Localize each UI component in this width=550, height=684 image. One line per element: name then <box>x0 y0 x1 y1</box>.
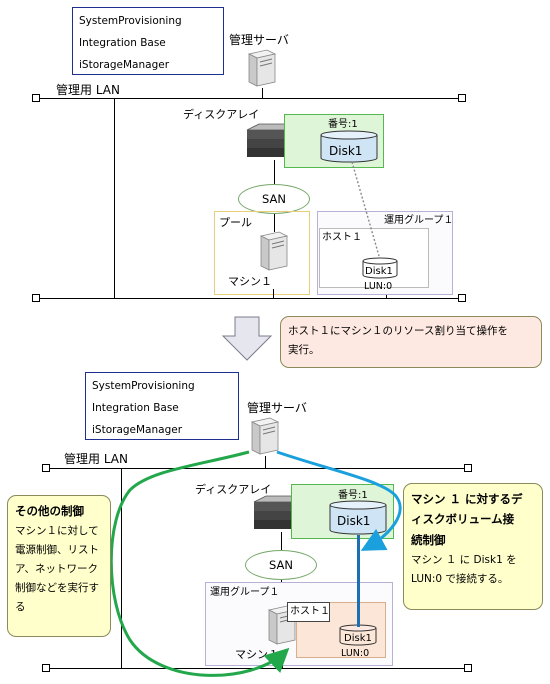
small-disk-label: Disk1 <box>344 633 372 644</box>
disk-label: Disk1 <box>337 514 371 528</box>
lan-end-right <box>464 464 472 472</box>
ops-group-label: 運用グループ１ <box>210 587 280 598</box>
other-control-note: その他の制御 マシン１に対して 電源制御、リスト ア、ネットワーク 制御などを実… <box>7 495 111 637</box>
san-ellipse: SAN <box>245 550 317 580</box>
host-label: ホスト１ <box>322 232 362 243</box>
pool-label: プール <box>219 216 252 229</box>
lan2-end-left <box>32 294 40 302</box>
connect-line <box>357 535 360 627</box>
other-control-line: 制御などを実行す <box>15 582 99 594</box>
lan2-line <box>40 298 458 299</box>
lan-line <box>40 98 458 99</box>
lan2-end-right <box>464 664 472 672</box>
disk-label: Disk1 <box>329 144 363 158</box>
disk-icon <box>362 257 398 279</box>
disk-icon <box>339 624 377 646</box>
volume-number: 番号:1 <box>338 490 368 501</box>
step-note-line: 実行。 <box>288 344 320 356</box>
lan-end-left <box>32 94 40 102</box>
software-line: iStorageManager <box>79 59 170 71</box>
other-control-title: その他の制御 <box>15 504 84 518</box>
host-box <box>287 602 330 622</box>
disk-array-label: ディスクアレイ <box>183 108 260 121</box>
lan-label: 管理用 LAN <box>64 452 128 466</box>
host-label: ホスト１ <box>290 606 330 617</box>
lan-line <box>50 468 464 469</box>
software-line: SystemProvisioning <box>92 380 195 392</box>
disk-connect-title: マシン １ に対するデ <box>411 492 523 506</box>
lan-label: 管理用 LAN <box>56 83 120 97</box>
disk-connect-note: マシン １ に対するデ ィスクボリューム接 続制御 マシン １ に Disk1 … <box>403 483 543 610</box>
software-line: iStorageManager <box>92 424 183 436</box>
disk-icon <box>320 130 378 163</box>
other-control-line: る <box>15 601 26 613</box>
lan-end-right <box>458 94 466 102</box>
down-arrow-icon <box>221 316 273 361</box>
software-line: Integration Base <box>79 37 166 49</box>
lan-end-left <box>42 464 50 472</box>
software-line: Integration Base <box>92 402 179 414</box>
disk-connect-title: ィスクボリューム接 <box>411 512 515 526</box>
software-box: SystemProvisioning Integration Base iSto… <box>72 7 224 75</box>
san-ellipse: SAN <box>238 184 310 214</box>
step-note: ホスト１にマシン１のリソース割り当て操作を 実行。 <box>280 316 542 368</box>
lun-label: LUN:0 <box>341 648 370 659</box>
server-icon <box>250 417 280 455</box>
disk-array-label: ディスクアレイ <box>195 483 272 496</box>
other-control-line: ア、ネットワーク <box>15 563 98 575</box>
software-line: SystemProvisioning <box>79 15 182 27</box>
dotted-link <box>351 161 380 257</box>
machine-label: マシン１ <box>228 275 272 288</box>
lan2-end-left <box>42 664 50 672</box>
disk-connect-line: マシン １ に Disk1 を <box>411 554 517 566</box>
lan2-end-right <box>458 294 466 302</box>
server-icon <box>247 49 277 87</box>
small-disk-label: Disk1 <box>365 266 393 277</box>
step-note-line: ホスト１にマシン１のリソース割り当て操作を <box>288 325 508 337</box>
management-server-label: 管理サーバ <box>247 401 307 415</box>
pool-box <box>214 211 310 295</box>
volume-number: 番号:1 <box>328 119 358 130</box>
other-control-line: 電源制御、リスト <box>15 544 99 556</box>
ops-group-label: 運用グループ１ <box>384 215 454 226</box>
management-server-label: 管理サーバ <box>229 33 289 47</box>
software-box: SystemProvisioning Integration Base iSto… <box>85 372 239 440</box>
server-icon <box>259 231 289 271</box>
other-control-line: マシン１に対して <box>15 525 99 537</box>
lun-label: LUN:0 <box>364 281 393 292</box>
disk-connect-title: 続制御 <box>411 533 446 547</box>
disk-connect-line: LUN:0 で接続する。 <box>411 573 509 585</box>
